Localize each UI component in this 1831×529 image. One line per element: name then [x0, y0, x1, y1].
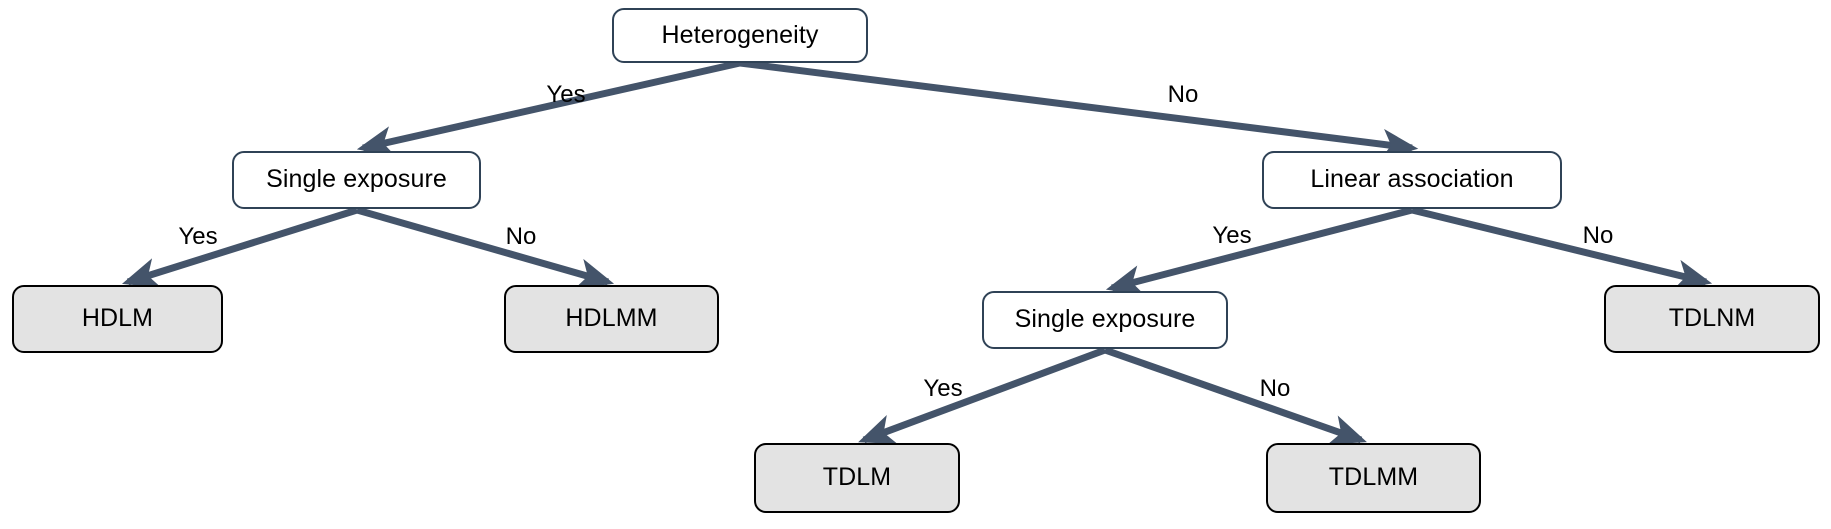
- node-label-hdlmm: HDLMM: [565, 304, 658, 333]
- node-label-linear-association: Linear association: [1310, 165, 1514, 194]
- node-single-exposure-right: Single exposure: [982, 291, 1228, 349]
- node-label-tdlm: TDLM: [822, 463, 892, 492]
- edge-se-left-no: [356, 206, 615, 289]
- node-label-heterogeneity: Heterogeneity: [661, 20, 819, 49]
- edge-lin-no: [1411, 206, 1713, 290]
- node-tdlmm: TDLMM: [1266, 443, 1481, 513]
- node-hdlmm: HDLMM: [504, 285, 719, 353]
- node-tdlnm: TDLNM: [1604, 285, 1820, 353]
- node-label-single-exposure-right: Single exposure: [1014, 305, 1196, 334]
- edge-het-no: [739, 59, 1419, 160]
- edge-label-se-left-yes: Yes: [178, 223, 218, 250]
- edge-label-het-no: No: [1167, 81, 1199, 108]
- node-tdlm: TDLM: [754, 443, 960, 513]
- node-label-hdlm: HDLM: [81, 304, 154, 333]
- node-linear-association: Linear association: [1262, 151, 1562, 209]
- edge-label-het-yes: Yes: [546, 81, 586, 108]
- edge-layer: [121, 59, 1713, 445]
- edge-lin-yes: [1105, 206, 1413, 296]
- edge-se-right-no: [1103, 346, 1367, 445]
- edge-se-right-yes: [858, 346, 1107, 444]
- edge-label-se-left-no: No: [505, 223, 537, 250]
- edge-label-lin-yes: Yes: [1212, 222, 1252, 249]
- node-hdlm: HDLM: [12, 285, 223, 353]
- node-heterogeneity: Heterogeneity: [612, 8, 868, 63]
- node-single-exposure-left: Single exposure: [232, 151, 481, 209]
- edge-se-left-yes: [121, 206, 359, 288]
- edge-label-se-right-no: No: [1259, 375, 1291, 402]
- node-label-tdlmm: TDLMM: [1328, 463, 1419, 492]
- edge-label-lin-no: No: [1582, 222, 1614, 249]
- edge-label-se-right-yes: Yes: [923, 375, 963, 402]
- edge-het-yes: [356, 59, 741, 157]
- node-label-single-exposure-left: Single exposure: [266, 165, 447, 194]
- node-label-tdlnm: TDLNM: [1668, 304, 1756, 333]
